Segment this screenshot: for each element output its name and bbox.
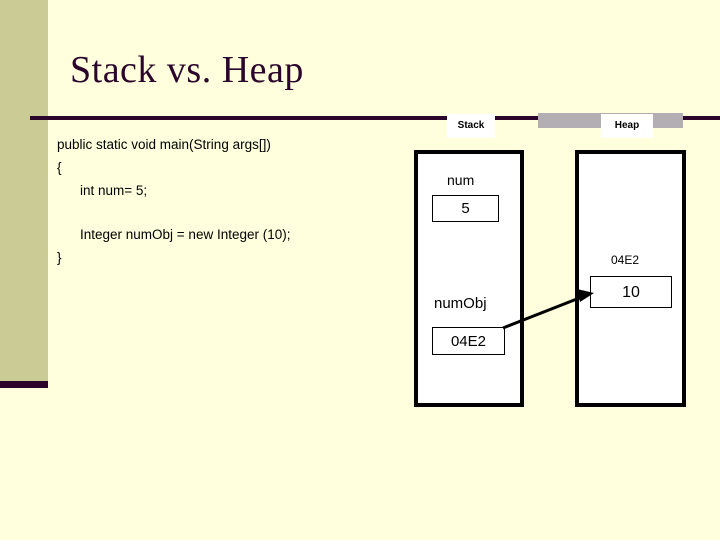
stack-memory-box — [414, 150, 524, 407]
code-line-2: int num= 5; — [80, 183, 148, 198]
left-decor-band-footer — [0, 381, 48, 388]
heap-address-label: 04E2 — [611, 253, 640, 267]
stack-section-label: Stack — [447, 114, 495, 138]
code-line-4: } — [57, 250, 62, 265]
stack-var-value-numobj: 04E2 — [432, 327, 505, 355]
stack-var-label-num: num — [447, 172, 475, 188]
heap-object-value: 10 — [590, 276, 672, 308]
page-title: Stack vs. Heap — [70, 49, 304, 91]
stack-var-value-num: 5 — [432, 195, 499, 222]
heap-section-label: Heap — [601, 114, 653, 138]
title-divider — [30, 116, 720, 120]
code-line-3: Integer numObj = new Integer (10); — [80, 227, 291, 242]
code-line-0: public static void main(String args[]) — [57, 137, 271, 152]
code-snippet: public static void main(String args[]) {… — [57, 133, 387, 269]
left-decor-band — [0, 0, 48, 381]
stack-var-label-numobj: numObj — [434, 295, 487, 312]
code-line-1: { — [57, 160, 62, 175]
